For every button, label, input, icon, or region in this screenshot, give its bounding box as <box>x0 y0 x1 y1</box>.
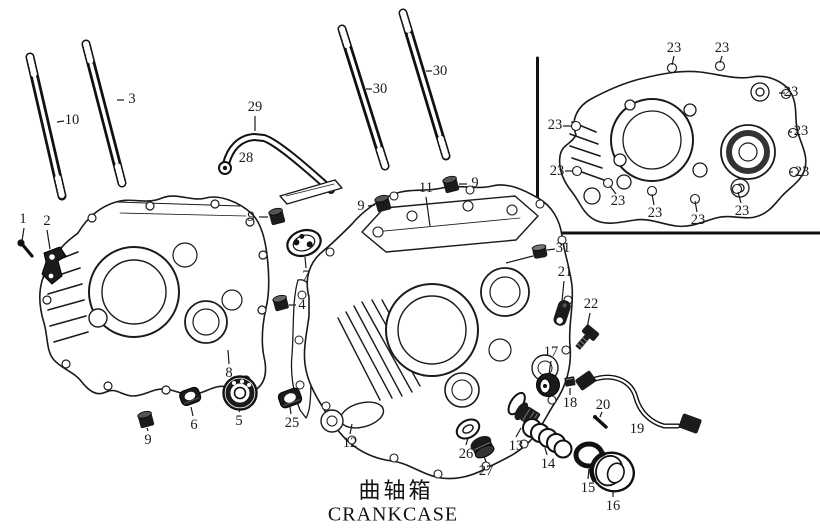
part-dowel-9a <box>268 207 286 226</box>
part-dowel-4 <box>272 294 289 312</box>
part-clip-31 <box>531 244 548 259</box>
diagram-title-english: CRANKCASE <box>327 503 459 526</box>
part-bracket-2 <box>41 246 67 285</box>
part-plug-27 <box>470 435 495 459</box>
part-cup-17 <box>536 373 560 397</box>
stud-3 <box>81 39 127 188</box>
part-arm-21 <box>553 300 571 326</box>
part-dowel-9d <box>137 410 155 429</box>
part-clip-18 <box>564 376 576 387</box>
stud-30-right <box>398 8 451 161</box>
stud-30-left <box>337 24 390 171</box>
top-gasket-plate <box>279 179 343 205</box>
part-cable-19 <box>575 370 702 434</box>
part-washer-26 <box>455 418 481 440</box>
stud-10 <box>25 52 67 201</box>
part-pin-20 <box>593 415 608 429</box>
part-bearing-7 <box>286 228 322 258</box>
part-nut-25 <box>277 387 303 409</box>
part-cap-16 <box>589 451 635 493</box>
inset-crankcase <box>558 60 807 228</box>
part-bearing-5 <box>222 375 258 411</box>
part-dowel-9c <box>442 175 460 194</box>
left-crankcase-half <box>39 195 270 397</box>
diagram-title-chinese: 曲轴箱 <box>358 478 434 503</box>
part-screw-1 <box>17 239 34 258</box>
part-bolt-22 <box>575 324 600 350</box>
part-dowel-9b <box>374 194 392 213</box>
part-nut-6 <box>179 386 202 407</box>
part-spring-14 <box>522 418 573 459</box>
oil-pipe <box>218 133 335 194</box>
right-crankcase-half <box>303 184 574 480</box>
